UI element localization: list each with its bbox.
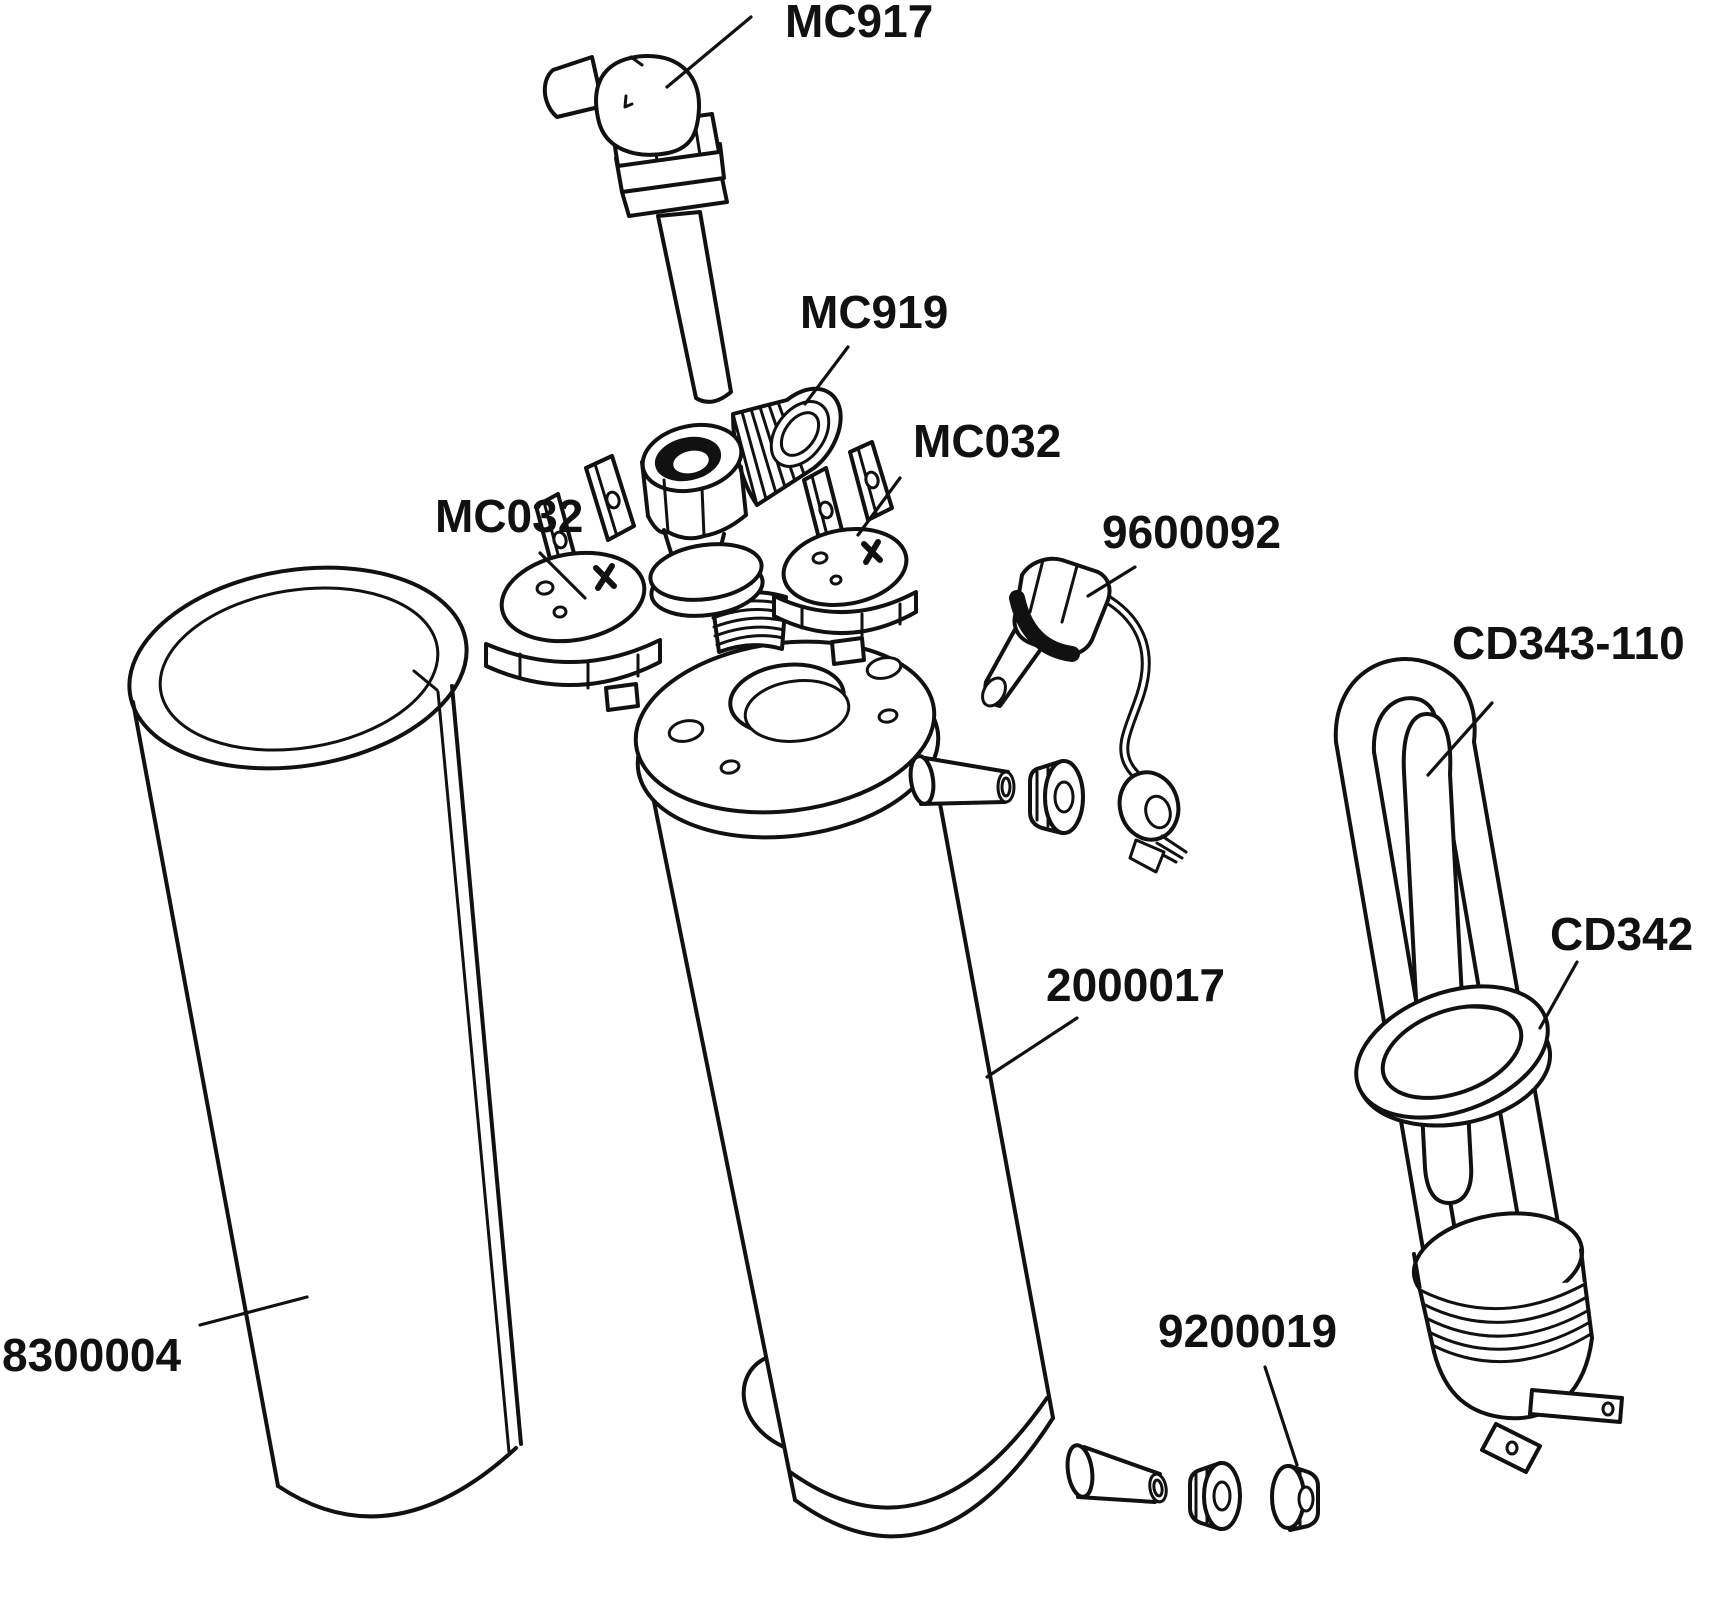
leader-mc032-left <box>538 551 587 600</box>
fastener-nut-lower-right <box>1270 1464 1320 1532</box>
part-mc917-sensor-probe <box>542 53 733 404</box>
part-9600092-sensor <box>981 556 1188 874</box>
part-cd342-gasket-ring <box>1354 984 1553 1128</box>
leader-lines <box>198 15 1579 1467</box>
leader-9200019 <box>1263 1365 1299 1467</box>
label-8300004: 8300004 <box>2 1329 181 1381</box>
label-9600092: 9600092 <box>1102 506 1281 558</box>
part-mc032-thermostat-left <box>484 454 662 712</box>
label-2000017: 2000017 <box>1046 959 1225 1011</box>
fastener-nut-lower-left <box>1188 1461 1242 1531</box>
label-9200019: 9200019 <box>1158 1305 1337 1357</box>
label-cd342: CD342 <box>1550 908 1693 960</box>
part-heating-element-base <box>1411 1211 1624 1474</box>
part-mc032-thermostat-right <box>772 440 918 666</box>
leader-mc919 <box>803 345 850 406</box>
leader-mc032-right <box>856 476 902 537</box>
part-2000017-tank <box>633 590 1168 1539</box>
label-cd343-110: CD343-110 <box>1452 617 1685 669</box>
leader-cd342 <box>1538 960 1579 1030</box>
part-8300004-insulation-sleeve <box>127 565 523 1519</box>
leader-8300004 <box>198 1295 309 1327</box>
part-mc919-compression-fitting <box>640 386 843 618</box>
leader-2000017 <box>985 1016 1079 1079</box>
leader-cd343-110 <box>1426 701 1494 777</box>
leader-mc917 <box>665 15 753 89</box>
label-mc919: MC919 <box>800 286 948 338</box>
labels-layer: MC917 MC919 MC032 MC032 9600092 CD343-11… <box>2 0 1693 1381</box>
label-mc917: MC917 <box>785 0 933 47</box>
label-mc032-right: MC032 <box>913 415 1061 467</box>
label-mc032-left: MC032 <box>435 490 583 542</box>
fastener-nut-upper <box>1028 759 1085 835</box>
leader-9600092 <box>1086 565 1137 598</box>
